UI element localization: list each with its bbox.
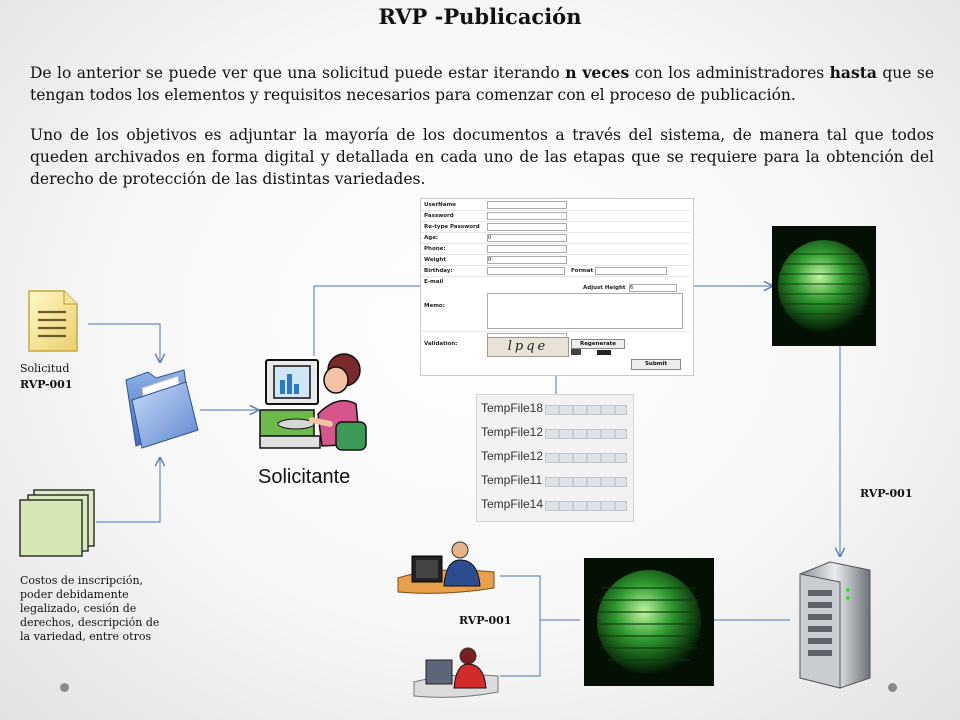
memo-textarea[interactable] [487, 293, 683, 329]
temp-file-name: TempFile18 [481, 401, 544, 415]
captcha-image: lpqe [487, 337, 569, 357]
slide-decoration-dot-left [60, 683, 69, 692]
arrow-docs-to-folder [96, 458, 160, 523]
adjust-height-input[interactable]: 6 [629, 284, 677, 292]
server-icon [799, 561, 871, 689]
p1-text-1: De lo anterior se puede ver que una soli… [30, 64, 566, 82]
slide-title: RVP -Publicación [378, 4, 582, 29]
retype-password-input[interactable] [487, 223, 567, 231]
document-icon [28, 290, 78, 352]
captcha-refresh-icon[interactable] [597, 350, 611, 355]
admin-female-icon [413, 647, 499, 698]
temp-file-name: TempFile12 [481, 425, 544, 439]
line-admins-bracket [500, 575, 541, 677]
birthday-input[interactable] [487, 267, 565, 275]
solicitud-label: Solicitud [20, 362, 70, 375]
list-item: TempFile18 [481, 399, 627, 417]
field-age-label: Age: [424, 235, 439, 241]
solicitud-code: RVP-001 [20, 378, 73, 391]
field-retype-label: Re-type Password [424, 224, 480, 230]
documents-stack-icon [19, 489, 95, 557]
registration-form: UserName Password Re-type Password Age: … [420, 198, 694, 376]
digital-globe-icon [772, 226, 876, 346]
upload-progress-bar [545, 405, 627, 415]
paragraph-iteration: De lo anterior se puede ver que una soli… [30, 62, 934, 106]
age-input[interactable]: 0 [487, 234, 567, 242]
p1-text-2: con los administradores [629, 64, 830, 82]
upload-progress-bar [545, 477, 627, 487]
line-applicant-to-form [313, 285, 420, 356]
applicant-computer-icon [259, 353, 367, 451]
temp-file-name: TempFile12 [481, 449, 544, 463]
server-label: RVP-001 [860, 487, 913, 500]
p1-text-3: que se tengan todos los elementos y requ… [30, 64, 934, 104]
submit-button[interactable]: Submit [631, 359, 681, 370]
p1-bold-n-veces: n veces [565, 63, 630, 82]
field-password-label: Password [424, 213, 454, 219]
format-select[interactable] [595, 267, 667, 275]
field-email-label: E-mail [424, 279, 444, 285]
username-input[interactable] [487, 201, 567, 209]
paragraph-objectives: Uno de los objetivos es adjuntar la mayo… [30, 126, 934, 188]
list-item: TempFile12 [481, 423, 627, 441]
admin-male-icon [397, 541, 495, 594]
field-validation-label: Validation: [424, 341, 458, 347]
p1-bold-hasta: hasta [829, 63, 877, 82]
upload-progress-bar [545, 501, 627, 511]
slide-decoration-dot-right [888, 683, 897, 692]
list-item: TempFile14 [481, 495, 627, 513]
applicant-label: Solicitante [258, 466, 351, 488]
password-input[interactable] [487, 212, 567, 220]
temp-files-panel: TempFile18 TempFile12 TempFile12 TempFil… [476, 394, 634, 522]
arrow-solicitud-to-folder [88, 323, 160, 362]
upload-progress-bar [545, 429, 627, 439]
upload-progress-bar [545, 453, 627, 463]
regenerate-button[interactable]: Regenerate [571, 339, 625, 349]
format-label: Format [571, 268, 594, 274]
costs-description: Costos de inscripción, poder debidamente… [20, 574, 160, 643]
temp-file-name: TempFile14 [481, 497, 544, 511]
temp-file-name: TempFile11 [481, 473, 543, 487]
weight-input[interactable]: 0 [487, 256, 567, 264]
phone-input[interactable] [487, 245, 567, 253]
field-birthday-label: Birthday: [424, 268, 453, 274]
field-memo-label: Memo: [424, 303, 445, 309]
field-username-label: UserName [424, 202, 456, 208]
folder-icon [125, 369, 199, 449]
list-item: TempFile11 [481, 471, 627, 489]
admins-label: RVP-001 [459, 614, 512, 627]
field-phone-label: Phone: [424, 246, 446, 252]
digital-globe-icon-2 [584, 558, 714, 686]
adjust-height-label: Adjust Height [583, 285, 626, 291]
captcha-audio-icon[interactable] [571, 349, 581, 355]
field-weight-label: Weight [424, 257, 446, 263]
list-item: TempFile12 [481, 447, 627, 465]
